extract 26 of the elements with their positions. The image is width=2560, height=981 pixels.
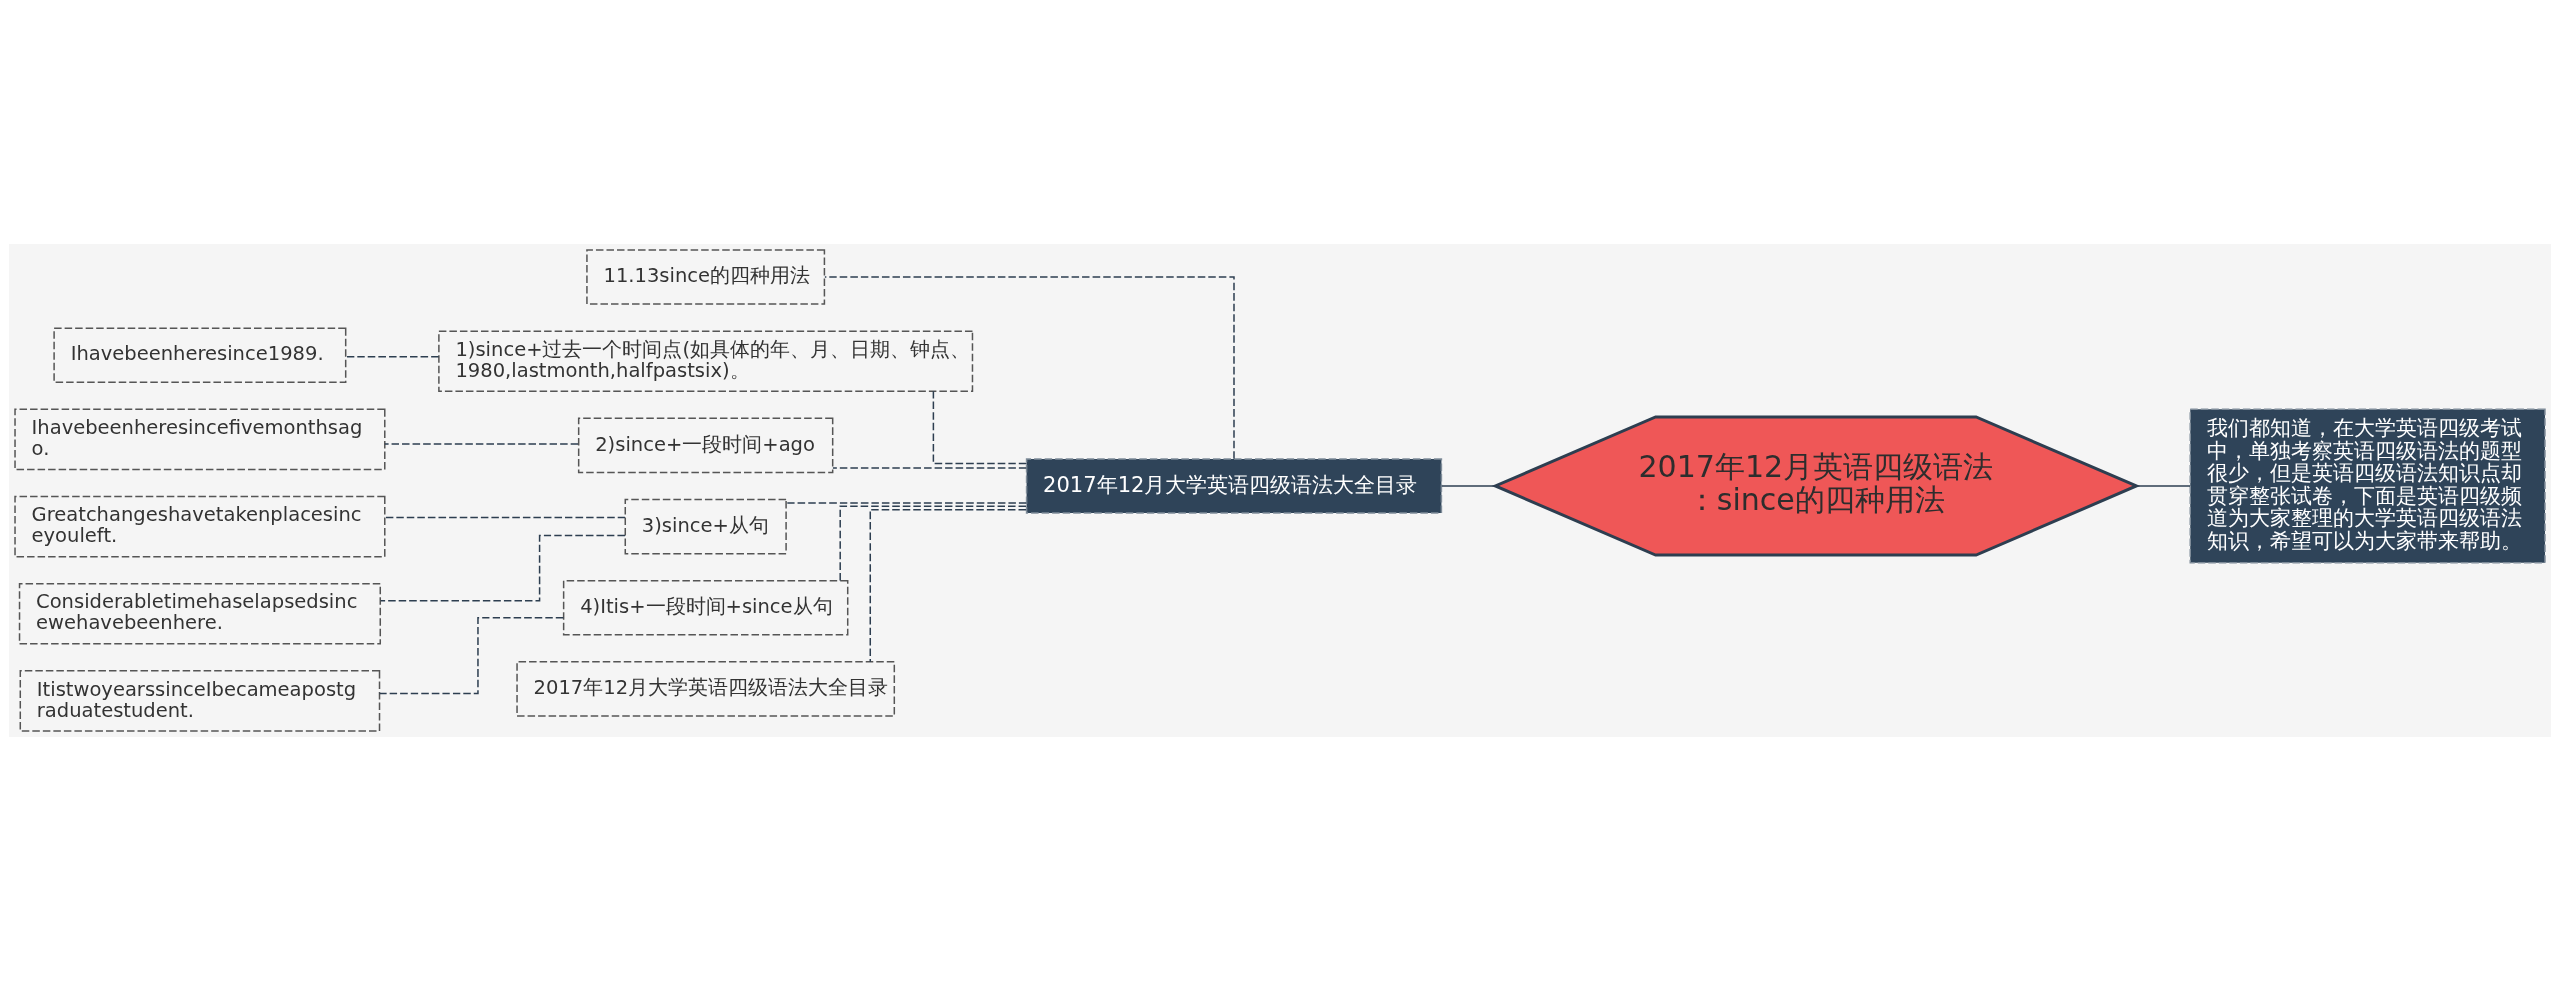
node-box: ItistwoyearssinceIbecameapostgraduatestudent. xyxy=(19,670,381,732)
connector xyxy=(384,516,626,519)
node-box: Greatchangeshavetakenplacesinceyouleft. xyxy=(14,495,386,558)
node-box: 3)since+从句 xyxy=(624,498,787,555)
connector xyxy=(1441,485,1496,487)
node-box: 1)since+过去一个时间点(如具体的年、月、日期、钟点、1980,lastmonth,halfpastsix)。 xyxy=(438,330,974,393)
connector xyxy=(869,508,1027,663)
connector xyxy=(839,505,1027,582)
node-box: 2)since+一段时间+ago xyxy=(577,417,834,474)
node-box: 4)Itis+一段时间+since从句 xyxy=(562,579,849,636)
connector xyxy=(785,502,1028,504)
connector xyxy=(932,390,1028,465)
node-box: 2017年12月大学英语四级语法大全目录 xyxy=(516,661,896,717)
connector xyxy=(824,276,1235,460)
node-box: 11.13since的四种用法 xyxy=(586,249,826,305)
node-box: 我们都知道，在大学英语四级考试中，单独考察英语四级语法的题型很少，但是英语四级语法知识点却贯穿整张试卷，下面是英语四级频道为大家整理的大学英语四级语法知识，希望可以为大家带来帮助。 xyxy=(2189,408,2546,564)
node-box: Ihavebeenheresincefivemonthsago. xyxy=(14,408,386,471)
node-box: Considerabletimehaselapsedsincewehavebeenhere. xyxy=(18,582,381,645)
node-box: 2017年12月大学英语四级语法大全目录 xyxy=(1025,458,1443,514)
connector xyxy=(379,534,626,602)
connector xyxy=(378,617,565,695)
node-box: Ihavebeenheresince1989. xyxy=(53,327,347,384)
connector xyxy=(345,356,440,358)
connector xyxy=(384,443,579,445)
connector xyxy=(2135,485,2191,487)
connector xyxy=(832,467,1028,469)
